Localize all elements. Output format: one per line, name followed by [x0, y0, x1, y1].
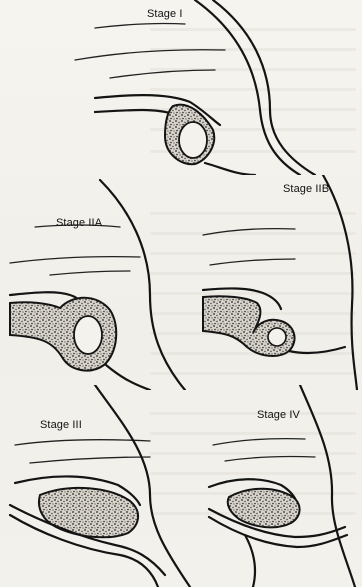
stage-label: Stage IV [257, 409, 300, 421]
lesion [39, 488, 138, 537]
contour-line [203, 229, 295, 235]
lesion-core [74, 316, 102, 354]
panel-stage-1: Stage I [55, 0, 355, 175]
anatomy-outline [289, 347, 345, 353]
contour-line [50, 271, 130, 275]
contour-line [30, 457, 150, 463]
stage-label: Stage III [40, 419, 82, 431]
panel-stage-2a: Stage IIA [0, 175, 190, 390]
contour-line [10, 257, 140, 263]
contour-line [95, 24, 185, 29]
anatomy-outline [245, 535, 255, 587]
lesion-core [268, 328, 286, 346]
lesion [228, 489, 300, 528]
panel-stage-2b: Stage IIB [195, 175, 362, 390]
panel-stage-4: Stage IV [205, 385, 362, 587]
lesion-core [179, 122, 207, 158]
lesion [203, 296, 295, 356]
panel-stage-3: Stage III [0, 385, 210, 587]
contour-line [210, 259, 295, 265]
stage-label: Stage I [147, 8, 183, 20]
stage-label: Stage IIA [56, 217, 102, 229]
contour-line [213, 439, 305, 445]
anatomy-outline [323, 175, 357, 390]
anatomy-outline [213, 0, 315, 175]
anatomy-outline [100, 180, 185, 390]
anatomy-outline [95, 110, 173, 114]
contour-line [15, 440, 150, 445]
contour-line [110, 70, 215, 78]
anatomy-outline [95, 385, 190, 587]
contour-line [225, 457, 315, 462]
contour-line [75, 50, 225, 60]
stage-label: Stage IIB [283, 183, 329, 195]
anatomy-outline [205, 163, 255, 175]
anatomy-outline [300, 385, 355, 587]
